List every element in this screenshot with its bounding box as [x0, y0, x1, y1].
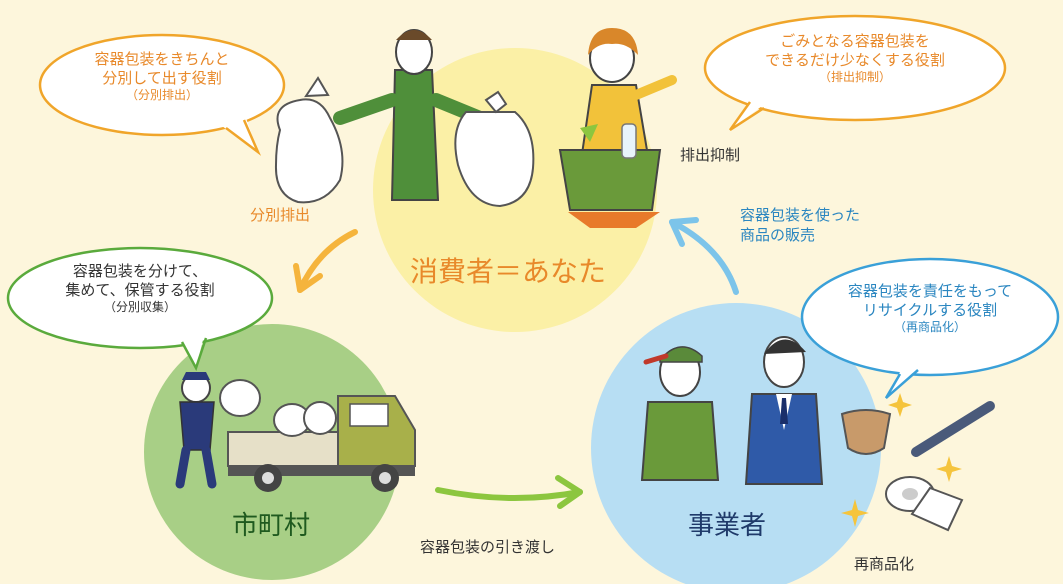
bubble-municipality — [6, 246, 274, 372]
reduction-label: 排出抑制 — [680, 146, 741, 164]
man-with-bags-illustration — [274, 29, 535, 208]
sorting-label: 分別排出 — [250, 206, 311, 224]
garbage-truck-illustration — [219, 379, 416, 492]
bubble-line: ごみとなる容器包装を — [780, 32, 930, 50]
factory-worker-illustration — [640, 346, 720, 481]
business-title: 事業者 — [688, 511, 767, 541]
bubble-municipality-text: 容器包装を分けて、 集めて、保管する役割 （分別収集） — [30, 262, 250, 315]
sales-label-line1: 容器包装を使った — [740, 206, 861, 224]
handover-label: 容器包装の引き渡し — [420, 538, 556, 556]
bubble-consumer-reduce — [703, 14, 1007, 132]
collection-worker-illustration — [175, 372, 217, 489]
consumer-title: 消費者＝あなた — [410, 255, 607, 288]
woman-with-eco-bag-illustration — [558, 28, 677, 228]
bubble-note: （再商品化） — [893, 319, 966, 334]
bubble-note: （排出抑制） — [818, 69, 891, 84]
bubble-line: リサイクルする役割 — [862, 300, 998, 319]
businessman-illustration — [744, 336, 824, 485]
bubble-line: 容器包装を分けて、 — [72, 262, 208, 280]
bubble-line: できるだけ少なくする役割 — [765, 50, 945, 69]
bubble-line: 分別して出す役割 — [102, 68, 222, 87]
bubble-consumer-sort-text: 容器包装をきちんと 分別して出す役割 （分別排出） — [62, 50, 262, 103]
bubble-note: （分別排出） — [125, 87, 198, 102]
municipality-title: 市町村 — [232, 511, 311, 541]
sales-arrow — [669, 217, 739, 295]
bubble-business — [800, 257, 1060, 399]
bubble-line: 集めて、保管する役割 — [65, 280, 215, 299]
recycled-products-illustration — [840, 401, 995, 532]
bubble-note: （分別収集） — [103, 299, 176, 314]
sales-label-line2: 商品の販売 — [740, 226, 816, 244]
bubble-line: 容器包装をきちんと — [94, 50, 230, 68]
bubble-business-text: 容器包装を責任をもって リサイクルする役割 （再商品化） — [820, 282, 1040, 335]
bubble-consumer-reduce-text: ごみとなる容器包装を できるだけ少なくする役割 （排出抑制） — [720, 32, 990, 85]
handover-arrow — [435, 475, 583, 509]
bubble-consumer-sort — [38, 33, 286, 156]
sparkle-icons — [841, 393, 962, 527]
sorting-arrow — [293, 229, 358, 293]
recommercialize-label: 再商品化 — [854, 555, 915, 573]
bubble-line: 容器包装を責任をもって — [847, 282, 1013, 300]
